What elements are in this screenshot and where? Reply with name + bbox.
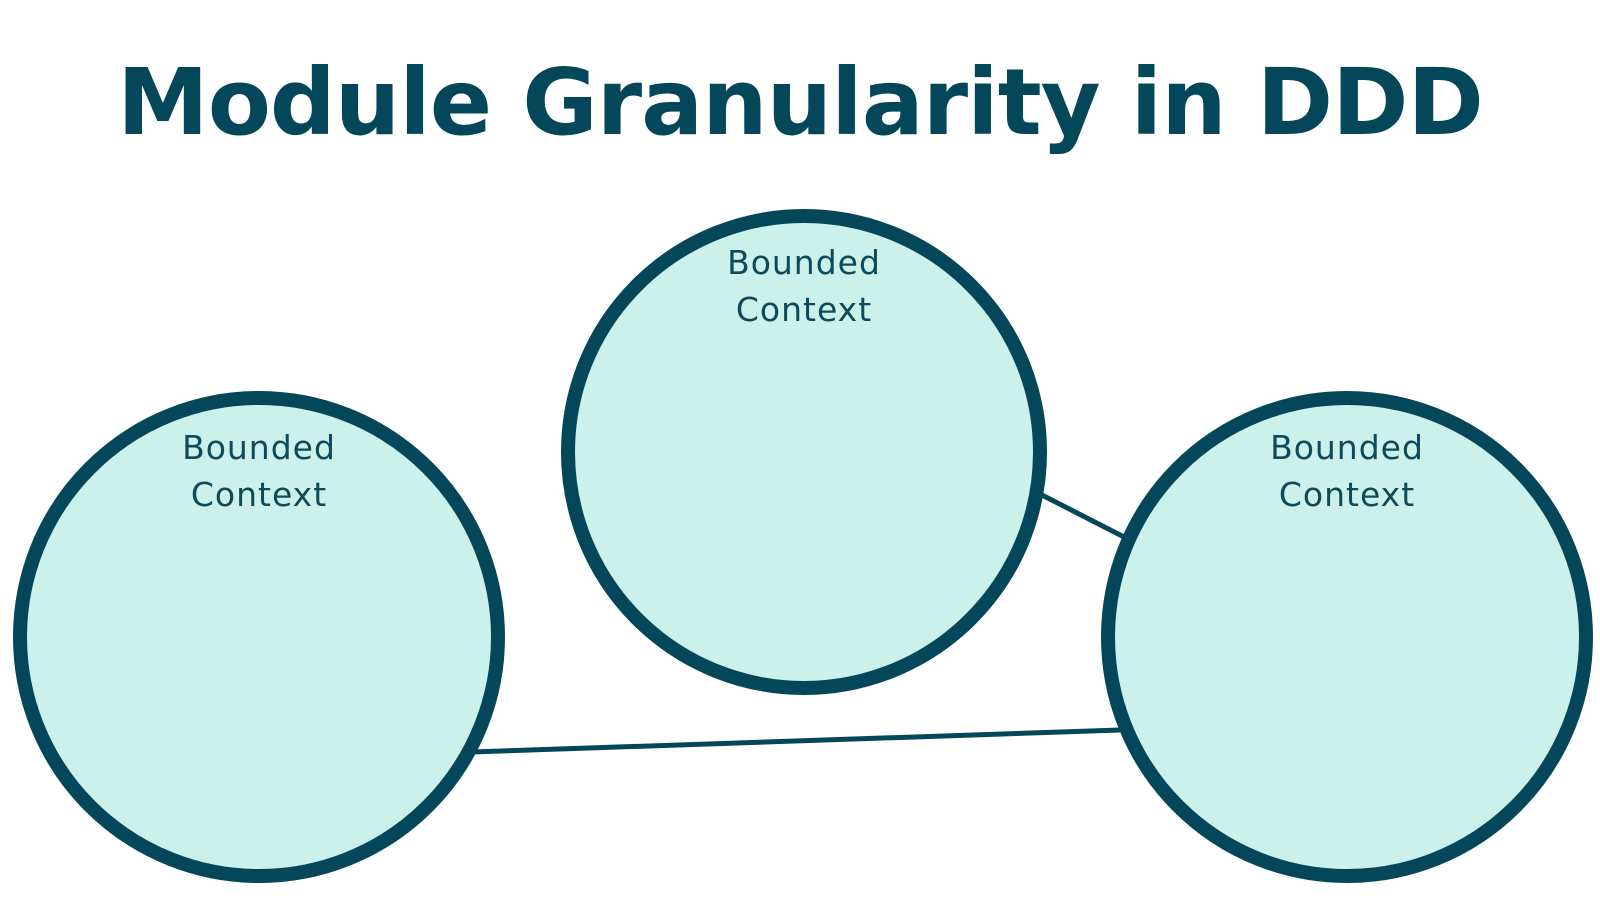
context-circle (1101, 391, 1593, 883)
connector-top-right (1038, 491, 1128, 541)
context-circle (13, 391, 505, 883)
context-label-line1: Bounded (1270, 428, 1424, 467)
bounded-context-top: Bounded Context (561, 209, 1047, 695)
context-label-line1: Bounded (727, 243, 881, 282)
context-label-line2: Context (191, 475, 327, 514)
context-label-line2: Context (1279, 475, 1415, 514)
bounded-context-right: Bounded Context (1101, 391, 1593, 883)
bounded-context-left: Bounded Context (13, 391, 505, 883)
context-circle (561, 209, 1047, 695)
context-label-line1: Bounded (182, 428, 336, 467)
slide-title: Module Granularity in DDD (117, 49, 1484, 156)
context-label-line2: Context (736, 290, 872, 329)
connector-left-right (471, 727, 1121, 755)
